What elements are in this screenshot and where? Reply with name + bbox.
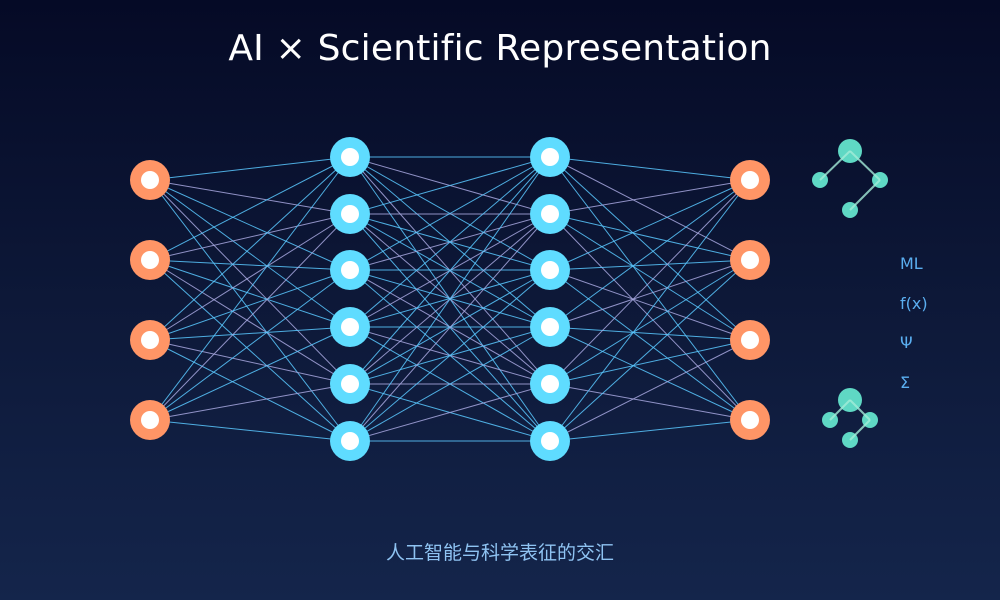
network-edge	[549, 339, 751, 385]
output-node	[730, 160, 770, 200]
hidden-2-node	[530, 307, 570, 347]
network-nodes	[130, 137, 770, 461]
network-edge	[549, 339, 751, 442]
bottom-tree-icon	[822, 388, 878, 448]
network-edge	[149, 326, 351, 341]
hidden-2-node	[530, 194, 570, 234]
network-edge	[149, 339, 351, 385]
hidden-1-node	[330, 364, 370, 404]
network-edge	[549, 179, 751, 442]
symbol-label: Σ	[900, 373, 911, 392]
network-edge	[149, 156, 351, 181]
output-node	[730, 240, 770, 280]
network-edge	[149, 326, 351, 421]
network-edge	[549, 156, 751, 341]
network-edge	[349, 156, 551, 328]
hidden-1-node	[330, 194, 370, 234]
network-edge	[149, 179, 351, 271]
network-edge	[149, 156, 351, 421]
network-edge	[149, 339, 351, 442]
network-edge	[349, 383, 551, 442]
network-edge	[149, 179, 351, 215]
network-edge	[149, 269, 351, 341]
network-edge	[549, 269, 751, 421]
network-edge	[549, 259, 751, 271]
top-tree-icon	[812, 139, 888, 218]
network-edge	[549, 259, 751, 442]
network-edge	[549, 156, 751, 261]
subtitle: 人工智能与科学表征的交汇	[385, 542, 614, 564]
network-edge	[149, 213, 351, 261]
network-edge	[149, 259, 351, 328]
network-edge	[549, 326, 751, 341]
input-node	[130, 320, 170, 360]
network-edge	[549, 419, 751, 442]
network-edge	[349, 269, 551, 442]
hidden-2-node	[530, 364, 570, 404]
network-edge	[549, 156, 751, 181]
network-edge	[549, 213, 751, 261]
network-edge	[549, 179, 751, 271]
symbol-label: ML	[900, 254, 923, 273]
page-title: AI × Scientific Representation	[228, 28, 772, 69]
network-edge	[149, 259, 351, 271]
network-edge	[549, 179, 751, 215]
input-node	[130, 240, 170, 280]
hidden-2-node	[530, 250, 570, 290]
network-edge	[149, 156, 351, 261]
hidden-2-node	[530, 421, 570, 461]
hidden-2-node	[530, 137, 570, 177]
network-edge	[549, 213, 751, 341]
network-edge	[149, 259, 351, 442]
output-node	[730, 320, 770, 360]
symbol-label: f(x)	[900, 294, 928, 313]
network-edge	[549, 259, 751, 385]
network-edge	[149, 179, 351, 328]
network-edge	[549, 213, 751, 421]
network-edge	[149, 259, 351, 385]
network-edge	[149, 179, 351, 385]
hidden-1-node	[330, 250, 370, 290]
network-edge	[149, 383, 351, 421]
network-edge	[549, 179, 751, 328]
network-edge	[349, 156, 551, 442]
network-edge	[149, 213, 351, 421]
network-edge	[349, 156, 551, 271]
hidden-1-node	[330, 307, 370, 347]
network-edge	[149, 156, 351, 341]
network-edge	[349, 156, 551, 215]
network-edge	[349, 156, 551, 385]
tree-icons	[812, 139, 888, 448]
input-node	[130, 400, 170, 440]
network-edge	[149, 213, 351, 341]
network-edge	[149, 179, 351, 442]
network-edge	[549, 156, 751, 421]
network-edge	[349, 213, 551, 442]
network-edge	[549, 269, 751, 341]
hidden-1-node	[330, 137, 370, 177]
output-node	[730, 400, 770, 440]
network-edge	[149, 269, 351, 421]
network-edges	[149, 156, 751, 442]
network-edge	[549, 179, 751, 385]
hidden-1-node	[330, 421, 370, 461]
network-edge	[149, 419, 351, 442]
network-edge	[549, 383, 751, 421]
network-edge	[349, 326, 551, 442]
symbol-label: Ψ	[900, 333, 913, 352]
network-edge	[549, 259, 751, 328]
network-edge	[549, 326, 751, 421]
input-node	[130, 160, 170, 200]
